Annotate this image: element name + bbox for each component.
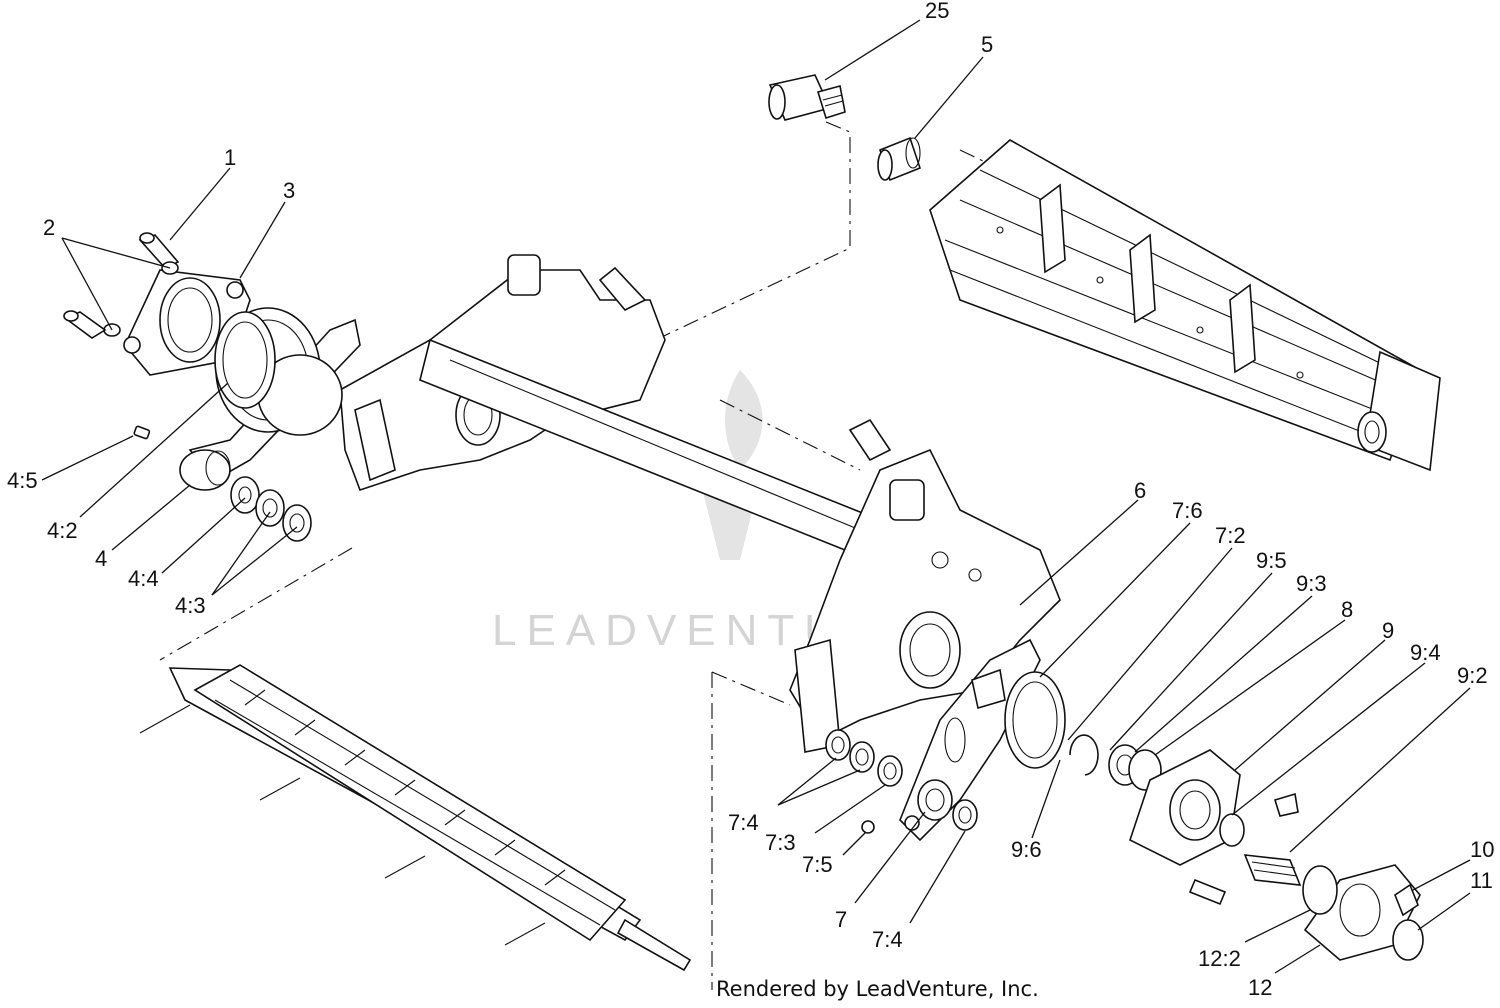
shaft-part-9-2 <box>1243 854 1302 886</box>
frame-assembly <box>339 254 881 562</box>
bearings-part-4-3-4-4 <box>230 476 312 542</box>
callout-10: 10 <box>1470 837 1494 862</box>
callout-7-6: 7:6 <box>1172 498 1203 523</box>
bushing-part <box>877 136 921 182</box>
callout-9-2: 9:2 <box>1457 663 1488 688</box>
leader-lines <box>41 19 1471 974</box>
callout-25: 25 <box>925 0 949 23</box>
shaft-part-6 <box>971 668 1006 710</box>
callout-4: 4 <box>95 546 107 571</box>
callout-12-2: 12:2 <box>1198 946 1241 971</box>
callout-9-6: 9:6 <box>1011 837 1042 862</box>
callout-9-3: 9:3 <box>1296 571 1327 596</box>
callout-9-4: 9:4 <box>1410 640 1441 665</box>
callout-7: 7 <box>835 907 847 932</box>
bearing-part-7-3 <box>849 741 875 773</box>
callout-9-5: 9:5 <box>1256 548 1287 573</box>
bearing-part-7-5 <box>861 755 903 834</box>
callout-12: 12 <box>1248 975 1272 1000</box>
callout-4-5: 4:5 <box>7 468 38 493</box>
bolt-part-1 <box>138 232 180 269</box>
callout-7-5: 7:5 <box>802 852 833 877</box>
bearing-housing-part-9 <box>1129 749 1299 866</box>
watermark-logo-icon <box>700 370 763 560</box>
callout-2: 2 <box>43 215 55 240</box>
set-screw-part-4-5 <box>133 425 151 440</box>
callout-8: 8 <box>1341 597 1353 622</box>
callout-3: 3 <box>283 178 295 203</box>
bolt-part-9-6 <box>1188 878 1227 906</box>
oring-part-7-6 <box>1004 671 1066 769</box>
callout-6: 6 <box>1134 478 1146 503</box>
oring-part-12-2 <box>1302 865 1338 915</box>
callout-4-2: 4:2 <box>47 518 78 543</box>
cutting-reel-assembly <box>929 139 1441 472</box>
callout-7-4-upper: 7:4 <box>728 810 759 835</box>
cover-plate-part-12 <box>1303 864 1421 961</box>
spring-part-10 <box>1394 883 1419 917</box>
ring-part-11 <box>1392 919 1424 961</box>
roller-assembly <box>139 664 692 972</box>
callout-7-3: 7:3 <box>765 830 796 855</box>
oring-part-9-4 <box>1219 813 1245 847</box>
callout-7-2: 7:2 <box>1215 523 1246 548</box>
callout-5: 5 <box>981 32 993 57</box>
callout-4-4: 4:4 <box>128 566 159 591</box>
callout-1: 1 <box>224 145 236 170</box>
oring-part-4-2 <box>214 311 276 409</box>
callout-7-4-lower: 7:4 <box>872 927 903 952</box>
retaining-ring-part-7-2 <box>1069 734 1099 776</box>
render-credit: Rendered by LeadVenture, Inc. <box>716 977 1039 1001</box>
bearing-part-7-4 <box>825 729 978 831</box>
callout-9: 9 <box>1382 618 1394 643</box>
adjuster-plate-part-7 <box>899 638 1041 842</box>
callout-4-3: 4:3 <box>175 593 206 618</box>
coupler-shaft-part <box>768 74 846 121</box>
callout-labels: 25 5 1 3 2 4:5 4:2 4 4:4 4:3 6 7:6 7:2 9… <box>7 0 1494 1000</box>
callout-11: 11 <box>1470 868 1493 893</box>
